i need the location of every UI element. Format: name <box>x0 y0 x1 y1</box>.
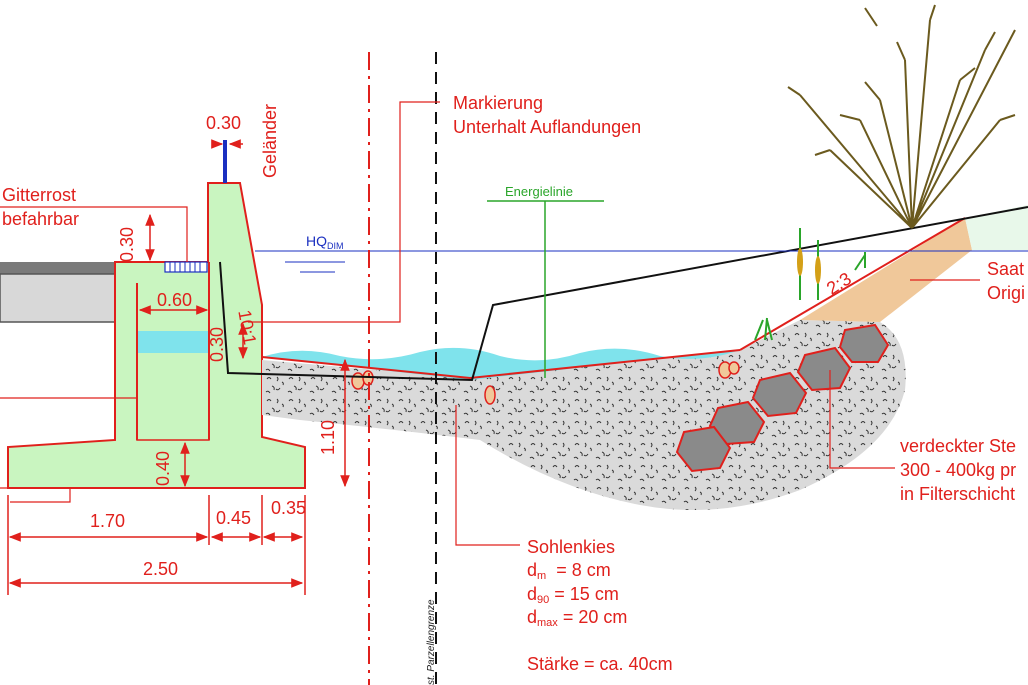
dim-total-width: 2.50 <box>143 559 179 579</box>
inner-water <box>137 331 209 353</box>
grating <box>164 261 208 273</box>
water <box>262 347 740 380</box>
reeds <box>754 228 866 341</box>
marking-label-line1: Markierung <box>453 93 544 113</box>
inner-chamber <box>136 351 210 441</box>
dim-chamber-width: 0.60 <box>157 290 193 310</box>
shrub <box>787 4 1016 229</box>
boulder-label-line3: in Filterschicht <box>900 484 1016 504</box>
dim-railing-width: 0.30 <box>206 113 242 133</box>
seed-label-line2: Origi <box>987 283 1026 303</box>
dim-bed-depth: 1.10 <box>318 419 338 455</box>
water-profile <box>219 206 1028 382</box>
gravel-bed <box>262 320 906 510</box>
dim-toe-width: 0.35 <box>271 498 307 518</box>
gravel-label: Sohlenkies <box>527 537 616 557</box>
boulder-label-line2: 300 - 400kg pr <box>900 460 1017 480</box>
dim-grating-height: 0.30 <box>117 226 137 262</box>
dim-wall-width: 0.45 <box>216 508 252 528</box>
hq-label: HQDIM <box>306 233 344 251</box>
parcel-boundary-label: st. Parzellengrenze <box>426 599 437 685</box>
dim-water-depth: 0.30 <box>207 326 227 362</box>
seed-label-line1: Saat <box>987 259 1025 279</box>
dm-row: dm = 8 cm <box>527 560 611 582</box>
boulders <box>675 323 890 473</box>
dmax-row: dmax = 20 cm <box>527 607 628 629</box>
thickness-label: Stärke = ca. 40cm <box>527 654 673 674</box>
dim-foundation-height: 0.40 <box>153 450 173 486</box>
marking-label-line2: Unterhalt Auflandungen <box>453 117 642 137</box>
boulder-label-line1: verdeckter Ste <box>900 436 1017 456</box>
soil-embankment <box>800 218 972 322</box>
railing-label: Geländer <box>260 103 280 178</box>
road-base <box>0 273 119 323</box>
road-slab <box>0 262 118 274</box>
grating-label-line2: befahrbar <box>2 209 80 229</box>
dim-left-width: 1.70 <box>90 511 126 531</box>
energy-line-label: Energielinie <box>505 184 573 199</box>
grating-label-line1: Gitterrost <box>2 185 77 205</box>
d90-row: d90 = 15 cm <box>527 584 619 606</box>
